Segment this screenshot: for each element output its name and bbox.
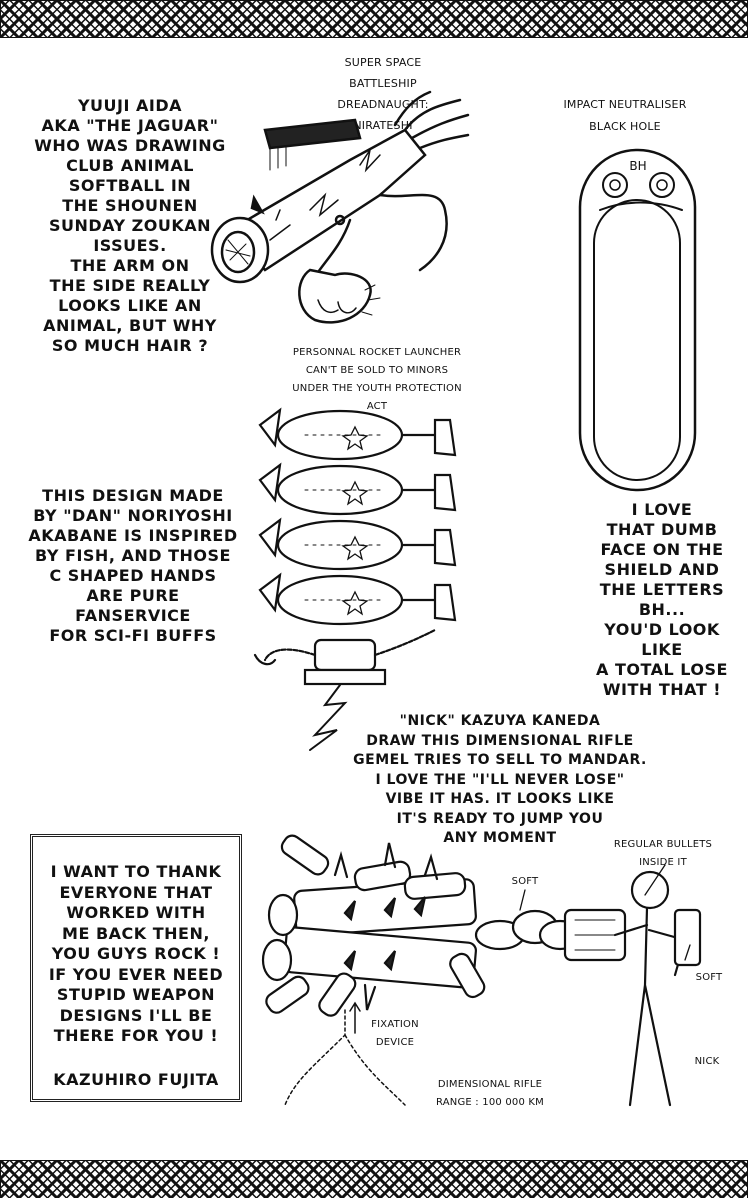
launcher-label: PERSONNAL ROCKET LAUNCHER CAN'T BE SOLD … bbox=[292, 347, 462, 412]
top-celtic-border bbox=[0, 0, 748, 38]
thanks-note: I WANT TO THANK EVERYONE THAT WORKED WIT… bbox=[48, 862, 224, 1045]
bottom-celtic-border bbox=[0, 1160, 748, 1198]
akabane-note: THIS DESIGN MADE BY "DAN" NORIYOSHI AKAB… bbox=[28, 486, 238, 645]
kaneda-note: "NICK" KAZUYA KANEDA DRAW THIS DIMENSION… bbox=[353, 713, 647, 846]
soft-right-label: SOFT bbox=[695, 972, 723, 983]
neutraliser-label: IMPACT NEUTRALISER BLACK HOLE bbox=[563, 98, 687, 133]
battleship-drawing bbox=[210, 90, 470, 324]
nick-label: NICK bbox=[694, 1056, 720, 1067]
battleship-label: SUPER SPACE BATTLESHIP DREADNAUGHT: NIRA… bbox=[337, 56, 429, 132]
dimensional-rifle-drawing bbox=[261, 834, 702, 1107]
black-hole-shield-drawing: BH bbox=[578, 148, 697, 492]
signature: KAZUHIRO FUJITA bbox=[53, 1070, 219, 1089]
fixation-device-label: FIXATION DEVICE bbox=[371, 1019, 419, 1048]
thanks-box bbox=[30, 834, 242, 1102]
rocket-launcher-drawing bbox=[253, 407, 457, 751]
jaguar-note: YUUJI AIDA AKA "THE JAGUAR" WHO WAS DRAW… bbox=[34, 96, 226, 355]
soft-top-label: SOFT bbox=[511, 876, 539, 887]
shield-letters: BH bbox=[629, 159, 646, 173]
shield-note: I LOVE THAT DUMB FACE ON THE SHIELD AND … bbox=[596, 500, 728, 699]
regular-bullets-label: REGULAR BULLETS INSIDE IT bbox=[613, 839, 713, 868]
rifle-label: DIMENSIONAL RIFLE RANGE : 100 000 KM bbox=[436, 1079, 544, 1108]
